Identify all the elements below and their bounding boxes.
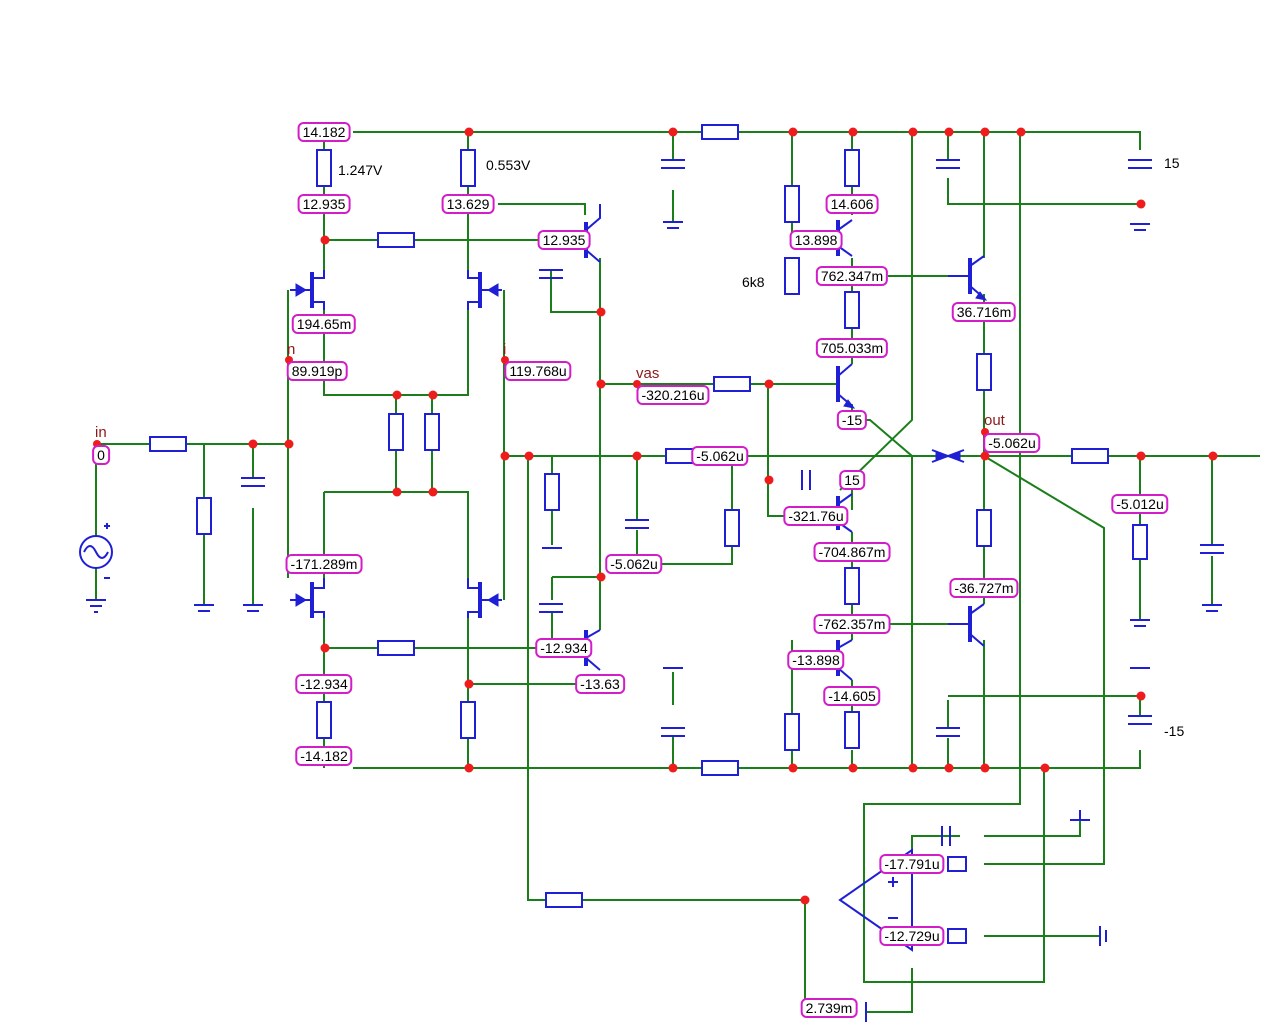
resistor-r22 bbox=[701, 760, 739, 776]
resistor-r10 bbox=[784, 185, 800, 223]
resistor-r25 bbox=[1071, 448, 1109, 464]
resistor-r13 bbox=[844, 291, 860, 329]
voltage-tag: -15 bbox=[836, 410, 868, 430]
net-label-out: out bbox=[984, 412, 1005, 429]
voltage-tag: 13.629 bbox=[441, 194, 495, 214]
voltage-tag: 36.716m bbox=[951, 302, 1017, 322]
transistor-vas bbox=[836, 363, 856, 409]
resistor-r12 bbox=[844, 149, 860, 187]
resistor-r20 bbox=[377, 640, 415, 656]
resistor-r11 bbox=[784, 713, 800, 751]
resistor-r8 bbox=[316, 701, 332, 739]
voltage-tag: 0 bbox=[92, 445, 110, 465]
voltage-tag: 2.739m bbox=[800, 998, 858, 1018]
supply-positive-label: 15 bbox=[1164, 155, 1180, 171]
voltage-tag: -704.867m bbox=[813, 542, 891, 562]
capacitors bbox=[241, 159, 1224, 1022]
resistor-r16 bbox=[976, 353, 992, 391]
voltage-tag: -762.357m bbox=[813, 614, 891, 634]
resistor-r14 bbox=[844, 567, 860, 605]
voltage-tag: 194.65m bbox=[291, 314, 357, 334]
voltage-drop-r1: 1.247V bbox=[338, 162, 383, 178]
resistor-r1 bbox=[316, 149, 332, 187]
voltage-tag: 15 bbox=[839, 470, 865, 490]
net-label-i: i bbox=[503, 341, 507, 358]
voltage-tag: -12.934 bbox=[535, 638, 593, 658]
resistor-r3 bbox=[388, 413, 404, 451]
net-label-in: in bbox=[95, 424, 107, 441]
voltage-tag: 14.182 bbox=[297, 122, 351, 142]
jfet-bottom-right bbox=[467, 578, 502, 618]
voltage-tag: -321.76u bbox=[783, 506, 849, 526]
transistor-output-low bbox=[948, 603, 985, 647]
resistor-r2 bbox=[460, 149, 476, 187]
components bbox=[79, 124, 1224, 1022]
voltage-tag: -13.898 bbox=[787, 650, 845, 670]
voltage-tag: -13.63 bbox=[575, 674, 625, 694]
wires bbox=[95, 131, 1260, 1013]
voltage-tag: -5.062u bbox=[691, 446, 749, 466]
voltage-tag: 13.898 bbox=[789, 230, 843, 250]
voltage-tag: -14.182 bbox=[295, 746, 353, 766]
resistor-r28 bbox=[947, 928, 967, 944]
voltage-tag: -14.605 bbox=[823, 686, 881, 706]
resistor-r23 bbox=[713, 376, 751, 392]
resistor-r27 bbox=[947, 856, 967, 872]
resistor-r7 bbox=[724, 509, 740, 547]
resistor-r15 bbox=[844, 711, 860, 749]
voltage-tag: -12.729u bbox=[879, 926, 945, 946]
voltage-tag: 14.606 bbox=[825, 194, 879, 214]
net-label-n: n bbox=[287, 341, 296, 358]
ground-symbols bbox=[86, 221, 1222, 946]
resistor-r17 bbox=[976, 509, 992, 547]
voltage-tag: -5.062u bbox=[983, 433, 1041, 453]
voltage-drop-r2: 0.553V bbox=[486, 157, 531, 173]
voltage-tag: -12.934 bbox=[295, 674, 353, 694]
voltage-tag: -171.289m bbox=[285, 554, 363, 574]
resistor-r4 bbox=[424, 413, 440, 451]
voltage-tag: -5.062u bbox=[605, 554, 663, 574]
voltage-tag: 12.935 bbox=[297, 194, 351, 214]
resistor-r21 bbox=[701, 124, 739, 140]
net-label-vas: vas bbox=[636, 365, 660, 382]
resistor-r9 bbox=[460, 701, 476, 739]
resistor-input bbox=[149, 436, 187, 452]
resistor-r6 bbox=[544, 473, 560, 511]
voltage-tag: 89.919p bbox=[286, 361, 348, 381]
voltage-tag: -320.216u bbox=[636, 385, 710, 405]
voltage-tag: -5.012u bbox=[1111, 494, 1169, 514]
resistor-r26 bbox=[545, 892, 583, 908]
jfet-top-left bbox=[290, 270, 325, 310]
resistor-r19 bbox=[377, 232, 415, 248]
supply-negative-label: -15 bbox=[1164, 723, 1185, 739]
voltage-tag: 12.935 bbox=[537, 230, 591, 250]
jfet-top-right bbox=[467, 270, 502, 310]
voltage-tag: -36.727m bbox=[949, 578, 1019, 598]
resistor-r18 bbox=[1132, 524, 1148, 560]
resistor-value-6k8: 6k8 bbox=[742, 274, 765, 290]
switch-icon bbox=[931, 449, 965, 463]
junction-dots bbox=[93, 127, 1218, 905]
resistor-r5 bbox=[196, 497, 212, 535]
voltage-tag: 119.768u bbox=[504, 361, 572, 381]
opamp bbox=[838, 848, 913, 952]
voltage-tag: -17.791u bbox=[879, 854, 945, 874]
resistor-6k8 bbox=[784, 257, 800, 295]
voltage-tag: 762.347m bbox=[815, 266, 889, 286]
voltage-tag: 705.033m bbox=[815, 338, 889, 358]
transistor-output-top bbox=[948, 255, 988, 301]
jfet-bottom-left bbox=[290, 578, 325, 618]
